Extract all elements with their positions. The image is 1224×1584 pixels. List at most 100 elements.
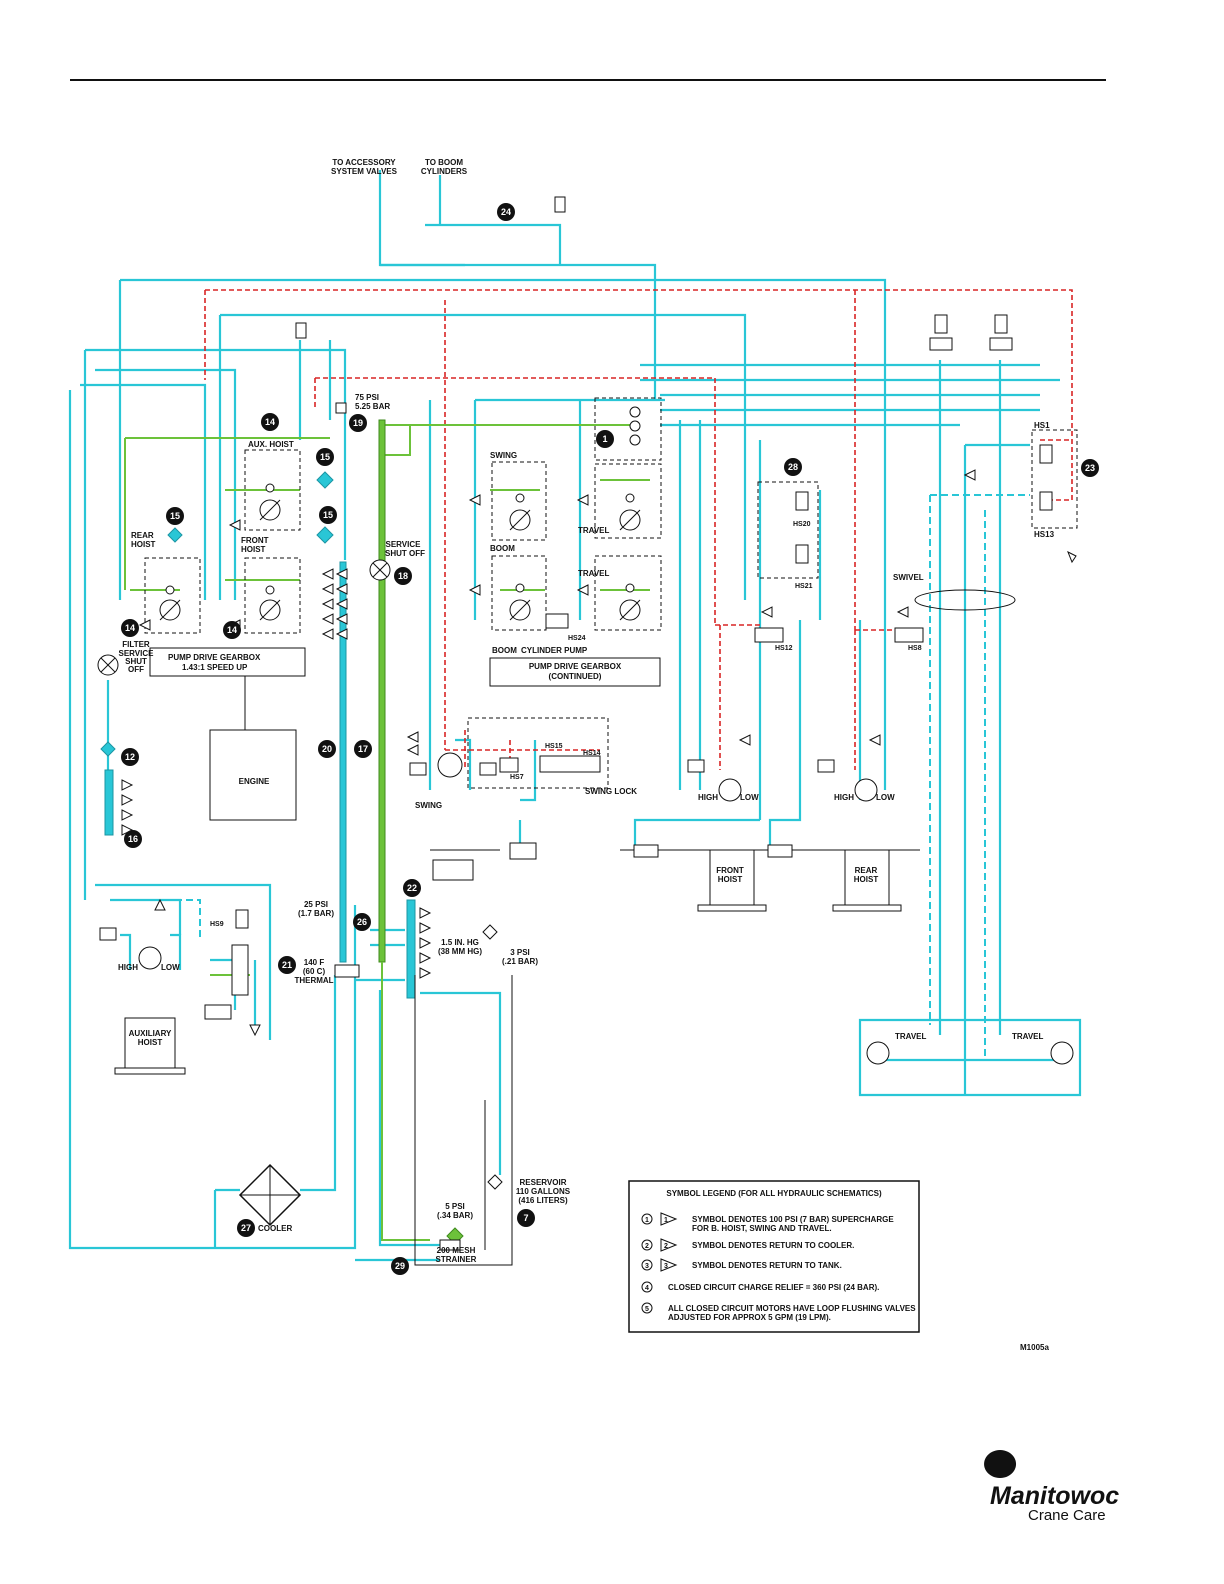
label-to-accessory: TO ACCESSORY [332,158,396,167]
components [97,196,1078,1266]
label-pump-drive-gearbox: PUMP DRIVE GEARBOX [168,653,261,662]
callout-1: 1 [602,434,607,444]
legend-symbol-3: 3 [664,1263,668,1270]
label-pump-drive-gearbox-2: PUMP DRIVE GEARBOX [529,662,622,671]
label-low-aux: LOW [161,963,180,972]
label-front-hoist: HOIST [241,545,266,554]
callout-15-c: 15 [323,510,333,520]
label-speed-up: 1.43:1 SPEED UP [182,663,248,672]
label-front: FRONT [241,536,269,545]
callout-14-front: 14 [227,625,237,635]
label-travel-right: TRAVEL [1012,1032,1044,1041]
callout-21: 21 [282,960,292,970]
label-rear: REAR [131,531,154,540]
labels: TO ACCESSORY SYSTEM VALVES TO BOOM CYLIN… [118,158,1055,1352]
legend-marker-3: 3 [645,1263,649,1270]
label-high-aux: HIGH [118,963,138,972]
label-travel-2: TRAVEL [578,569,610,578]
label-hs15: HS15 [545,743,563,750]
label-hs24: HS24 [568,635,586,642]
callout-12: 12 [125,752,135,762]
callout-15-a: 15 [320,452,330,462]
figure-code: M1005a [1020,1343,1049,1352]
label-rear-hoist-drum-2: HOIST [854,875,879,884]
label-low-rear: LOW [876,793,895,802]
legend-item-2: SYMBOL DENOTES RETURN TO COOLER. [692,1241,854,1250]
label-hs12: HS12 [775,645,793,652]
label-front-hoist-drum-2: HOIST [718,875,743,884]
callout-26: 26 [357,917,367,927]
legend-marker-4: 4 [645,1285,649,1292]
label-200-mesh: 200 MESH [437,1246,476,1255]
label-hg: 1.5 IN. HG [441,938,479,947]
label-high-front: HIGH [698,793,718,802]
label-continued: (CONTINUED) [549,672,602,681]
callout-14-aux: 14 [265,417,275,427]
label-shut: SHUT [125,657,147,666]
label-cylinder-pump: CYLINDER PUMP [521,646,588,655]
legend-marker-1: 1 [645,1217,649,1224]
label-off: OFF [128,665,144,674]
label-liters: (416 LITERS) [518,1196,568,1205]
legend-item-5-line1: ALL CLOSED CIRCUIT MOTORS HAVE LOOP FLUS… [668,1304,916,1313]
label-140f: 140 F [304,958,325,967]
callout-15-b: 15 [170,511,180,521]
callout-29: 29 [395,1261,405,1271]
label-hs8: HS8 [908,645,922,652]
label-hs1: HS1 [1034,421,1050,430]
callout-16: 16 [128,834,138,844]
brand-sub: Crane Care [1028,1507,1106,1524]
callout-17: 17 [358,744,368,754]
legend-symbol-1: 1 [664,1217,668,1224]
callout-22: 22 [407,883,417,893]
legend-item-5-line2: ADJUSTED FOR APPROX 5 GPM (19 LPM). [668,1313,831,1322]
manitowoc-logo: Manitowoc Crane Care [984,1450,1119,1524]
legend-item-3: SYMBOL DENOTES RETURN TO TANK. [692,1261,842,1270]
label-rear-hoist: HOIST [131,540,156,549]
label-hs13: HS13 [1034,530,1055,539]
label-gallons: 110 GALLONS [516,1187,571,1196]
callout-27: 27 [241,1223,251,1233]
label-60c: (60 C) [303,967,326,976]
label-cooler: COOLER [258,1224,292,1233]
label-swivel: SWIVEL [893,573,924,582]
label-boom-2: BOOM [492,646,517,655]
label-auxiliary: AUXILIARY [129,1029,172,1038]
label-front-hoist-drum: FRONT [716,866,744,875]
label-swing-motor: SWING [415,801,442,810]
callout-14-rear: 14 [125,623,135,633]
label-service: SERVICE [386,540,422,549]
legend-item-1-line2: FOR B. HOIST, SWING AND TRAVEL. [692,1224,832,1233]
callout-markers [121,203,1099,1275]
label-to-boom: TO BOOM [425,158,463,167]
callout-18: 18 [398,571,408,581]
legend-item-4: CLOSED CIRCUIT CHARGE RELIEF = 360 PSI (… [668,1283,879,1292]
label-hs21: HS21 [795,583,813,590]
label-travel-left: TRAVEL [895,1032,927,1041]
pilot-lines [204,289,1073,770]
label-17bar: (1.7 BAR) [298,909,334,918]
label-25psi: 25 PSI [304,900,328,909]
callout-20: 20 [322,744,332,754]
label-strainer: STRAINER [436,1255,477,1264]
label-021bar: (.21 BAR) [502,957,538,966]
callout-19: 19 [353,418,363,428]
legend-title: SYMBOL LEGEND (FOR ALL HYDRAULIC SCHEMAT… [666,1189,882,1198]
label-cylinders: CYLINDERS [421,167,468,176]
callout-7: 7 [523,1213,528,1223]
callout-28: 28 [788,462,798,472]
legend-symbol-2: 2 [664,1243,668,1250]
label-engine: ENGINE [239,777,270,786]
label-hs20: HS20 [793,521,811,528]
label-hg-mm: (38 MM HG) [438,947,482,956]
pressure-lines [68,170,1082,1262]
label-034bar: (.34 BAR) [437,1211,473,1220]
label-thermal: THERMAL [294,976,333,985]
legend-item-1-line1: SYMBOL DENOTES 100 PSI (7 BAR) SUPERCHAR… [692,1215,894,1224]
callout-23: 23 [1085,463,1095,473]
legend-marker-5: 5 [645,1306,649,1313]
label-high-rear: HIGH [834,793,854,802]
label-3psi: 3 PSI [510,948,530,957]
callout-numbers: 24 14 19 1 28 23 15 15 15 18 14 14 12 16… [125,207,1095,1271]
